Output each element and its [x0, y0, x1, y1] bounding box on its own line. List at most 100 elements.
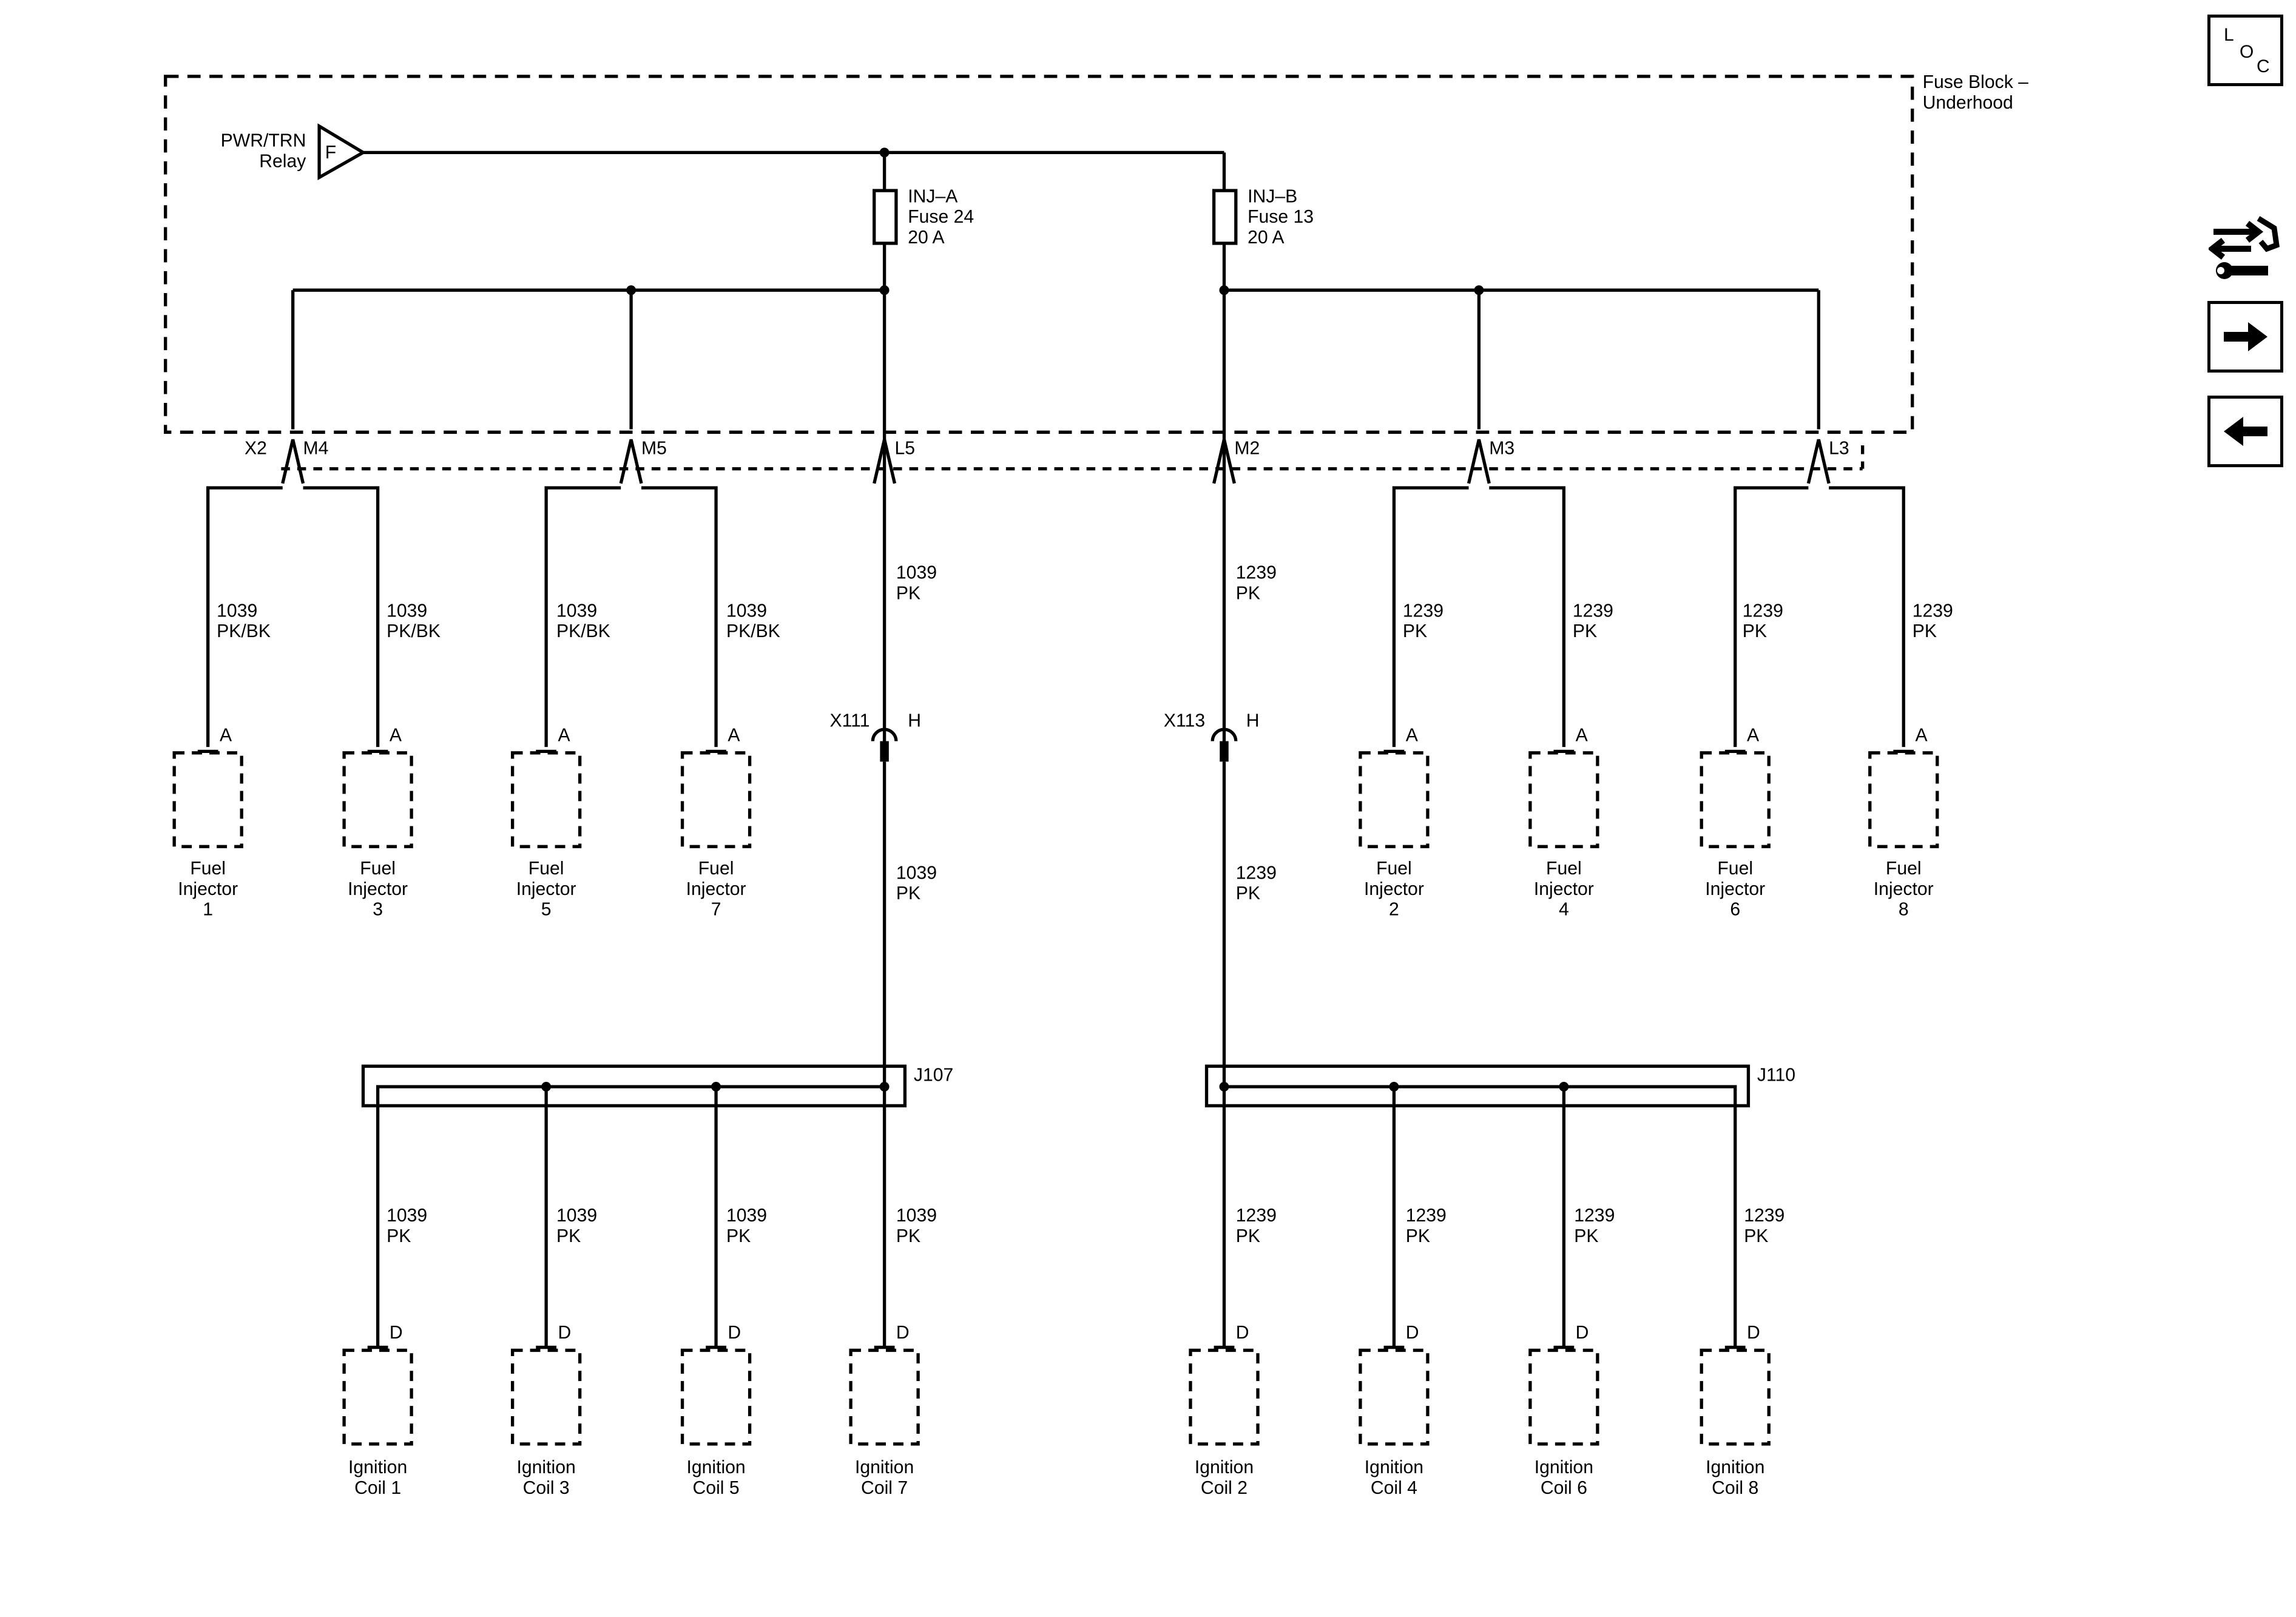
- wire-circuit-label: 1039: [726, 1206, 767, 1226]
- junction-dot: [1474, 285, 1484, 295]
- coil-name: Ignition: [1365, 1457, 1423, 1477]
- injector-pin-label: A: [1916, 725, 1928, 745]
- injector-name: 8: [1899, 900, 1909, 920]
- injector-name: Injector: [1874, 879, 1934, 899]
- inline-connector-pin: H: [1246, 711, 1260, 731]
- fuse-number: Fuse 24: [908, 207, 974, 227]
- pin-chevron: [1806, 439, 1831, 484]
- wire-circuit-label: 1039: [556, 601, 597, 621]
- injector-name: Injector: [686, 879, 746, 899]
- loc-button[interactable]: L O C: [2207, 15, 2283, 86]
- wire-color-label: PK: [1574, 1226, 1598, 1246]
- injector-pin-label: A: [728, 725, 740, 745]
- injector-name: Injector: [178, 879, 238, 899]
- wire-circuit-label: 1239: [1236, 1206, 1277, 1226]
- injector-wire: [1829, 486, 1905, 748]
- wire-color-label: PK: [1236, 1226, 1260, 1246]
- injector-pin-label: A: [1747, 725, 1760, 745]
- wire-circuit-label: 1039: [556, 1206, 597, 1226]
- injector-wire: [1734, 486, 1809, 748]
- junction-dot: [1219, 285, 1229, 295]
- fuel-injector-body: [1528, 751, 1599, 848]
- injector-name: 7: [711, 900, 721, 920]
- injector-name: Fuel: [190, 859, 226, 879]
- pin-label: M4: [303, 438, 329, 458]
- inline-connector-pin: H: [908, 711, 921, 731]
- coil-pin-label: D: [896, 1323, 910, 1343]
- injector-wire: [303, 486, 380, 748]
- injector-name: Fuel: [1717, 859, 1753, 879]
- junction-dot: [1219, 1082, 1229, 1092]
- fuse-13-symbol: [1212, 189, 1238, 245]
- injector-name: Injector: [348, 879, 408, 899]
- pin-label: L3: [1829, 438, 1849, 458]
- relay-terminal-label: F: [325, 143, 336, 163]
- splice-j107-bar: [361, 1064, 907, 1108]
- wire-circuit-label: 1039: [387, 601, 427, 621]
- coil-name: Coil 6: [1541, 1478, 1587, 1498]
- wire-circuit-label: 1239: [1236, 563, 1277, 583]
- fuse-block-outline: [164, 75, 1914, 434]
- inline-connector-name: X113: [1164, 711, 1205, 731]
- pin-chevron: [281, 439, 305, 484]
- relay-label: Relay: [259, 151, 306, 171]
- wire-color-label: PK: [1573, 621, 1597, 641]
- junction-dot: [879, 1082, 890, 1092]
- injector-name: 2: [1389, 900, 1399, 920]
- wire-color-label: PK: [726, 1226, 751, 1246]
- coil-name: Ignition: [348, 1457, 407, 1477]
- junction-dot: [626, 285, 636, 295]
- fuse-block-label: Underhood: [1923, 93, 2013, 113]
- coil-pin-label: D: [390, 1323, 403, 1343]
- connector-x2-label: X2: [245, 438, 267, 458]
- x111-inline-connector: [871, 727, 898, 741]
- wire-circuit-label: 1239: [1913, 601, 1953, 621]
- inline-pin: [880, 741, 889, 762]
- coil-name: Coil 7: [861, 1478, 908, 1498]
- wire-color-label: PK: [896, 1226, 920, 1246]
- pin-chevron: [1467, 439, 1491, 484]
- next-arrow-button[interactable]: [2207, 301, 2283, 373]
- coil-name: Coil 5: [693, 1478, 740, 1498]
- coil-pin-label: D: [558, 1323, 571, 1343]
- injector-pin-label: A: [220, 725, 232, 745]
- injector-name: Fuel: [698, 859, 734, 879]
- wire-circuit-label: 1239: [1743, 601, 1783, 621]
- fuse-number: Fuse 13: [1248, 207, 1314, 227]
- injector-name: Injector: [1705, 879, 1765, 899]
- wire-circuit-label: 1039: [387, 1206, 427, 1226]
- injector-wire: [641, 486, 718, 748]
- junction-dot: [1389, 1082, 1399, 1092]
- inline-connector-name: X111: [830, 711, 870, 731]
- fuel-injector-body: [342, 751, 413, 848]
- wire-color-label: PK: [387, 1226, 411, 1246]
- wire-color-label: PK: [896, 883, 920, 903]
- coil-name: Coil 1: [354, 1478, 401, 1498]
- wire-circuit-label: 1239: [1403, 601, 1443, 621]
- previous-arrow-button[interactable]: [2207, 396, 2283, 467]
- connector-wrench-icon[interactable]: [2207, 206, 2281, 285]
- wire-circuit-label: 1039: [896, 863, 937, 883]
- x113-inline-connector: [1210, 727, 1238, 741]
- pin-chevron: [1212, 439, 1236, 484]
- splice-j110-bar: [1204, 1064, 1751, 1108]
- wire-circuit-label: 1239: [1744, 1206, 1784, 1226]
- wire-color-label: PK: [1913, 621, 1937, 641]
- junction-dot: [879, 147, 890, 158]
- injector-name: Injector: [1534, 879, 1594, 899]
- coil-name: Coil 8: [1712, 1478, 1758, 1498]
- injector-name: Fuel: [528, 859, 564, 879]
- injector-name: Fuel: [1376, 859, 1412, 879]
- wire-circuit-label: 1239: [1573, 601, 1613, 621]
- ignition-coil-body: [1189, 1348, 1260, 1446]
- pin-label: M3: [1489, 438, 1514, 458]
- ignition-coil-body: [680, 1348, 752, 1446]
- pin-label: M2: [1234, 438, 1260, 458]
- wire-color-label: PK: [896, 583, 920, 603]
- inline-pin: [1220, 741, 1229, 762]
- wire-circuit-label: 1039: [896, 563, 937, 583]
- injector-name: Injector: [516, 879, 576, 899]
- fuse-rating: 20 A: [908, 228, 945, 248]
- fuel-injector-body: [510, 751, 582, 848]
